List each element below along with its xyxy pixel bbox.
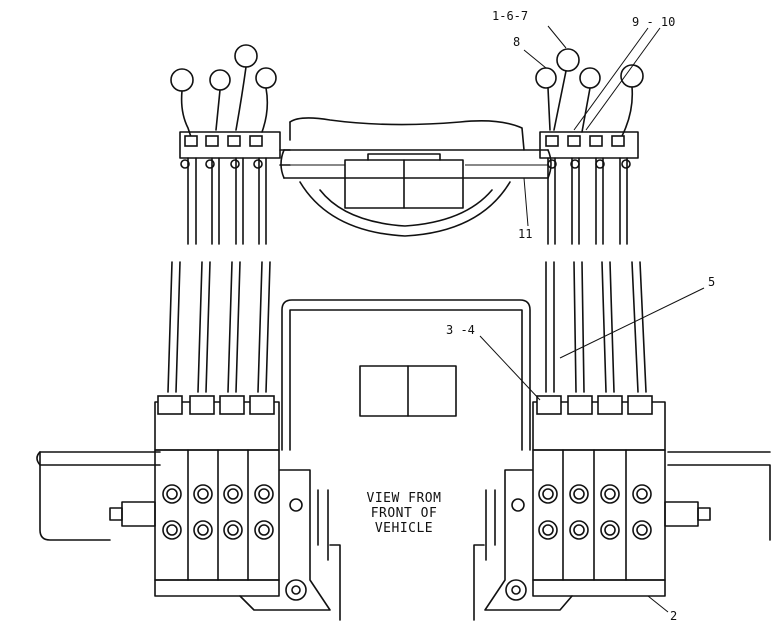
- right-valve-bank: [473, 395, 711, 621]
- callout-5: 5: [708, 275, 715, 289]
- upper-lever-assembly: [170, 44, 644, 245]
- callout-2: 2: [670, 609, 677, 623]
- view-note-line-2: FRONT OF: [371, 506, 438, 521]
- right-lever-group: [535, 48, 644, 245]
- left-lever-group: [170, 44, 291, 245]
- callout-3-4: 3 -4: [446, 323, 475, 337]
- view-note-line-1: VIEW FROM: [367, 491, 442, 506]
- view-note-line-3: VEHICLE: [375, 521, 433, 536]
- callout-11: 11: [518, 227, 532, 241]
- callout-1-6-7: 1-6-7: [492, 9, 528, 23]
- lower-valve-assembly: [36, 261, 771, 621]
- left-valve-bank: [109, 395, 341, 621]
- callout-8: 8: [513, 35, 520, 49]
- callout-9-10: 9 - 10: [632, 15, 675, 29]
- leader-lines: [479, 25, 705, 613]
